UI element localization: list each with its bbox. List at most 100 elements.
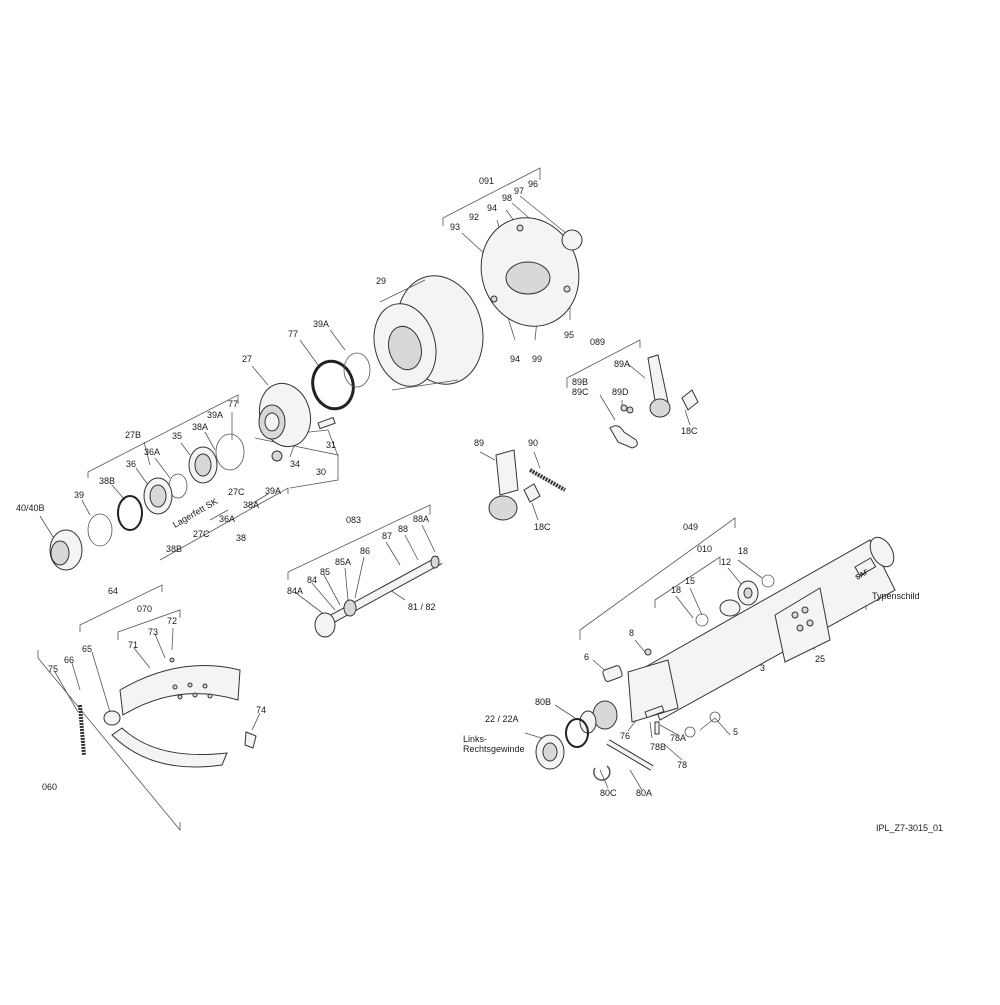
label-38Bb: 38B xyxy=(166,544,182,554)
label-091: 091 xyxy=(479,176,494,186)
circlip-80C-icon xyxy=(593,765,611,781)
label-36Ab: 36A xyxy=(219,514,235,524)
ring-39-icon xyxy=(87,513,113,547)
tube-80A-inner-icon xyxy=(606,740,654,770)
label-76: 76 xyxy=(620,731,630,741)
label-73: 73 xyxy=(148,627,158,637)
slack-adjuster-89A-icon xyxy=(647,354,671,418)
label-links1: Links- xyxy=(463,734,487,744)
bushing-6-icon xyxy=(602,665,623,682)
roller-65-icon xyxy=(103,710,121,726)
label-39Ab: 39A xyxy=(207,410,223,420)
label-98: 98 xyxy=(502,193,512,203)
label-010: 010 xyxy=(697,544,712,554)
label-36Aa: 36A xyxy=(144,447,160,457)
label-75: 75 xyxy=(48,664,58,674)
label-29: 29 xyxy=(376,276,386,286)
oring-5a-icon xyxy=(684,726,696,738)
label-89A: 89A xyxy=(614,359,630,369)
bearing-35-inner-icon xyxy=(194,453,212,477)
label-92: 92 xyxy=(469,212,479,222)
spring-75-icon xyxy=(78,704,86,756)
label-18b: 18 xyxy=(671,585,681,595)
label-65: 65 xyxy=(82,644,92,654)
label-30: 30 xyxy=(316,467,326,477)
seal-ring-icon xyxy=(311,359,355,411)
washer-18C-a-icon xyxy=(681,389,699,411)
label-2222A: 22 / 22A xyxy=(485,714,519,724)
brake-drum-icon xyxy=(373,275,484,391)
label-64: 64 xyxy=(108,586,118,596)
washer-18C-b-icon xyxy=(523,483,541,503)
wheel-bolt-icon xyxy=(317,416,336,430)
camshaft-icon xyxy=(314,555,443,638)
label-99: 99 xyxy=(532,354,542,364)
label-93: 93 xyxy=(450,222,460,232)
ring-77-icon xyxy=(215,433,245,471)
bracket-12-icon xyxy=(737,580,759,606)
axle-nut-22-icon xyxy=(535,734,565,770)
label-78B: 78B xyxy=(650,742,666,752)
label-18a: 18 xyxy=(738,546,748,556)
label-39Ac: 39A xyxy=(265,486,281,496)
oring-5b-icon xyxy=(709,711,721,723)
label-18Ca: 18C xyxy=(681,426,698,436)
bracket-3-icon xyxy=(719,599,741,617)
label-80B: 80B xyxy=(535,697,551,707)
label-84A: 84A xyxy=(287,586,303,596)
label-90: 90 xyxy=(528,438,538,448)
label-84: 84 xyxy=(307,575,317,585)
label-78: 78 xyxy=(677,760,687,770)
label-lagerfett: Lagerfett SK xyxy=(171,496,219,530)
label-72: 72 xyxy=(167,616,177,626)
seal-38B-icon xyxy=(117,495,143,531)
label-78A: 78A xyxy=(670,733,686,743)
pin-78B-icon xyxy=(654,721,660,735)
spindle-icon xyxy=(579,659,679,734)
spring-90-icon xyxy=(529,468,566,492)
wheel-hub-icon xyxy=(258,382,312,448)
label-88: 88 xyxy=(398,524,408,534)
label-8182: 81 / 82 xyxy=(408,602,436,612)
label-38: 38 xyxy=(236,533,246,543)
label-15: 15 xyxy=(685,576,695,586)
rivet-73-icon xyxy=(169,657,175,663)
dust-shield-icon xyxy=(480,217,583,327)
label-87: 87 xyxy=(382,531,392,541)
label-77a: 77 xyxy=(288,329,298,339)
label-89B: 89B xyxy=(572,377,588,387)
label-39: 39 xyxy=(74,490,84,500)
slack-adjuster-icon xyxy=(488,449,519,521)
washer-18a-icon xyxy=(761,574,775,588)
clevis-89B-icon xyxy=(609,425,638,449)
label-8: 8 xyxy=(629,628,634,638)
label-71: 71 xyxy=(128,640,138,650)
label-5: 5 xyxy=(733,727,738,737)
label-12: 12 xyxy=(721,557,731,567)
label-links2: Rechtsgewinde xyxy=(463,744,525,754)
label-060: 060 xyxy=(42,782,57,792)
label-66: 66 xyxy=(64,655,74,665)
label-049: 049 xyxy=(683,522,698,532)
pin-76-icon xyxy=(644,705,665,719)
label-27B: 27B xyxy=(125,430,141,440)
label-77b: 77 xyxy=(228,399,238,409)
label-85: 85 xyxy=(320,567,330,577)
label-6: 6 xyxy=(584,652,589,662)
leader-lines xyxy=(37,167,871,832)
label-27Cb: 27C xyxy=(193,529,210,539)
label-27Ca: 27C xyxy=(228,487,245,497)
label-typenschild: Typenschild xyxy=(872,591,920,601)
label-74: 74 xyxy=(256,705,266,715)
label-36: 36 xyxy=(126,459,136,469)
label-3: 3 xyxy=(760,663,765,673)
label-94a: 94 xyxy=(487,203,497,213)
label-083: 083 xyxy=(346,515,361,525)
label-31: 31 xyxy=(326,440,336,450)
label-089: 089 xyxy=(590,337,605,347)
bearing-36-inner-icon xyxy=(149,484,167,508)
label-89D: 89D xyxy=(612,387,629,397)
o-ring-icon xyxy=(343,352,371,388)
label-94b: 94 xyxy=(510,354,520,364)
